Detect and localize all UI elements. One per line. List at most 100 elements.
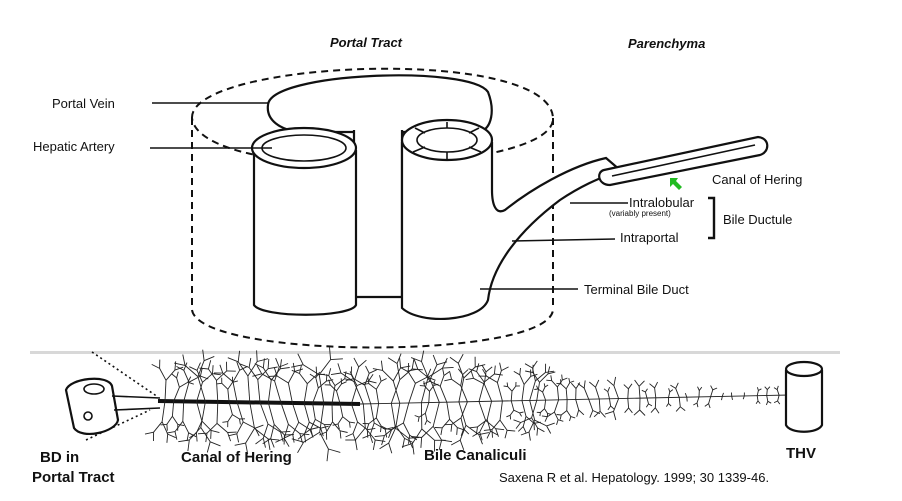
canal-of-hering-bottom-label: Canal of Hering: [181, 449, 292, 466]
canaliculus-branch: [613, 411, 617, 421]
canaliculus-branch: [391, 422, 404, 431]
canaliculus-branch: [382, 370, 394, 382]
canaliculus-branch: [543, 383, 546, 388]
canaliculus-branch: [288, 423, 301, 434]
canaliculus-branch: [490, 430, 498, 436]
canaliculus-branch: [553, 399, 560, 413]
canaliculus-branch: [372, 439, 376, 450]
canaliculus-branch: [613, 398, 620, 412]
canaliculus-branch: [556, 382, 562, 385]
canaliculus-branch: [442, 357, 448, 369]
canaliculus-branch: [292, 362, 296, 372]
arrow-cursor-icon: [670, 178, 682, 190]
canaliculus-branch: [627, 398, 630, 408]
canaliculus-branch: [413, 359, 419, 370]
canaliculus-branch: [623, 384, 629, 390]
canaliculus-branch: [556, 419, 559, 426]
intraportal-label: Intraportal: [620, 230, 679, 245]
canaliculus-branch: [668, 388, 671, 393]
canaliculus-branch: [627, 388, 629, 399]
canaliculus-branch: [777, 395, 780, 402]
canaliculus-branch: [565, 388, 568, 400]
canaliculus-branch: [532, 372, 540, 383]
canaliculus-branch: [151, 363, 160, 369]
canaliculus-branch: [270, 424, 275, 439]
canaliculus-branch: [473, 377, 485, 385]
canaliculus-branch: [468, 368, 477, 373]
canaliculus-branch: [239, 365, 248, 371]
canaliculus-branch: [542, 386, 546, 393]
canaliculus-branch: [365, 365, 370, 374]
canaliculus-branch: [486, 375, 498, 383]
canaliculus-branch: [520, 417, 532, 423]
canaliculus-branch: [205, 433, 208, 443]
canaliculus-branch: [757, 400, 761, 404]
canaliculus-branch: [227, 382, 233, 390]
canaliculus-branch: [262, 358, 265, 368]
canaliculus-branch: [303, 422, 310, 435]
canaliculus-branch: [379, 442, 389, 450]
canaliculus-branch: [210, 441, 221, 447]
canaliculus-branch: [206, 423, 218, 434]
canaliculus-branch: [599, 410, 606, 418]
canaliculus-branch: [463, 428, 470, 435]
canaliculus-branch: [339, 430, 342, 439]
canaliculus-branch: [556, 414, 562, 416]
canaliculus-branch: [764, 386, 768, 390]
canaliculus-branch: [491, 419, 501, 430]
canaliculus-branch: [777, 400, 781, 405]
canaliculus-branch: [375, 380, 382, 390]
canaliculus-branch: [222, 421, 228, 423]
canaliculus-branch: [578, 409, 585, 416]
citation: Saxena R et al. Hepatology. 1999; 30 133…: [499, 470, 769, 485]
canaliculus-branch: [188, 427, 202, 441]
canaliculus-branch: [216, 382, 222, 385]
canaliculus-branch: [460, 401, 468, 419]
canaliculus-branch: [255, 424, 264, 429]
canaliculus-branch: [633, 409, 641, 416]
canaliculus-branch: [412, 428, 423, 444]
canaliculus-branch: [283, 438, 290, 447]
canaliculus-branch: [189, 366, 198, 371]
canaliculus-branch: [203, 355, 215, 362]
canaliculus-branch: [212, 373, 221, 376]
canaliculus-branch: [236, 402, 244, 423]
canaliculus-branch: [249, 402, 255, 429]
canaliculus-branch: [340, 372, 355, 383]
canaliculus-branch: [540, 408, 545, 413]
canaliculus-branch: [319, 432, 329, 450]
canaliculus-branch: [196, 382, 203, 402]
canaliculus-branch: [349, 371, 355, 379]
canaliculus-branch: [710, 389, 714, 397]
canaliculus-branch: [521, 400, 527, 417]
canaliculus-branch: [767, 400, 772, 404]
canaliculus-branch: [174, 431, 178, 440]
canaliculus-branch: [544, 400, 547, 409]
canaliculus-branch: [267, 423, 281, 433]
canaliculus-branch: [456, 427, 458, 435]
canaliculus-branch: [766, 389, 768, 396]
canaliculus-branch: [515, 422, 522, 429]
canaliculus-branch: [522, 426, 527, 433]
canaliculus-branch: [773, 400, 778, 404]
bd-portal-tract-block: [64, 377, 120, 436]
canaliculus-branch: [483, 429, 493, 431]
canaliculus-branch: [268, 366, 278, 370]
canaliculus-branch: [575, 382, 581, 389]
canaliculus-branch: [232, 414, 240, 420]
canaliculus-branch: [369, 369, 377, 374]
canaliculus-branch: [425, 374, 431, 382]
canaliculus-branch: [517, 426, 524, 432]
canaliculus-branch: [174, 361, 177, 371]
canaliculus-branch: [536, 382, 540, 401]
canaliculus-branch: [510, 391, 513, 401]
canaliculus-branch: [252, 373, 262, 377]
canaliculus-branch: [499, 419, 508, 431]
canaliculus-branch: [345, 378, 354, 382]
canaliculus-branch: [511, 385, 517, 392]
canaliculus-branch: [279, 359, 282, 369]
canaliculus-branch: [284, 433, 293, 439]
canaliculus-branch: [442, 368, 445, 376]
canaliculus-branch: [237, 361, 249, 377]
canaliculus-branch: [407, 368, 418, 372]
